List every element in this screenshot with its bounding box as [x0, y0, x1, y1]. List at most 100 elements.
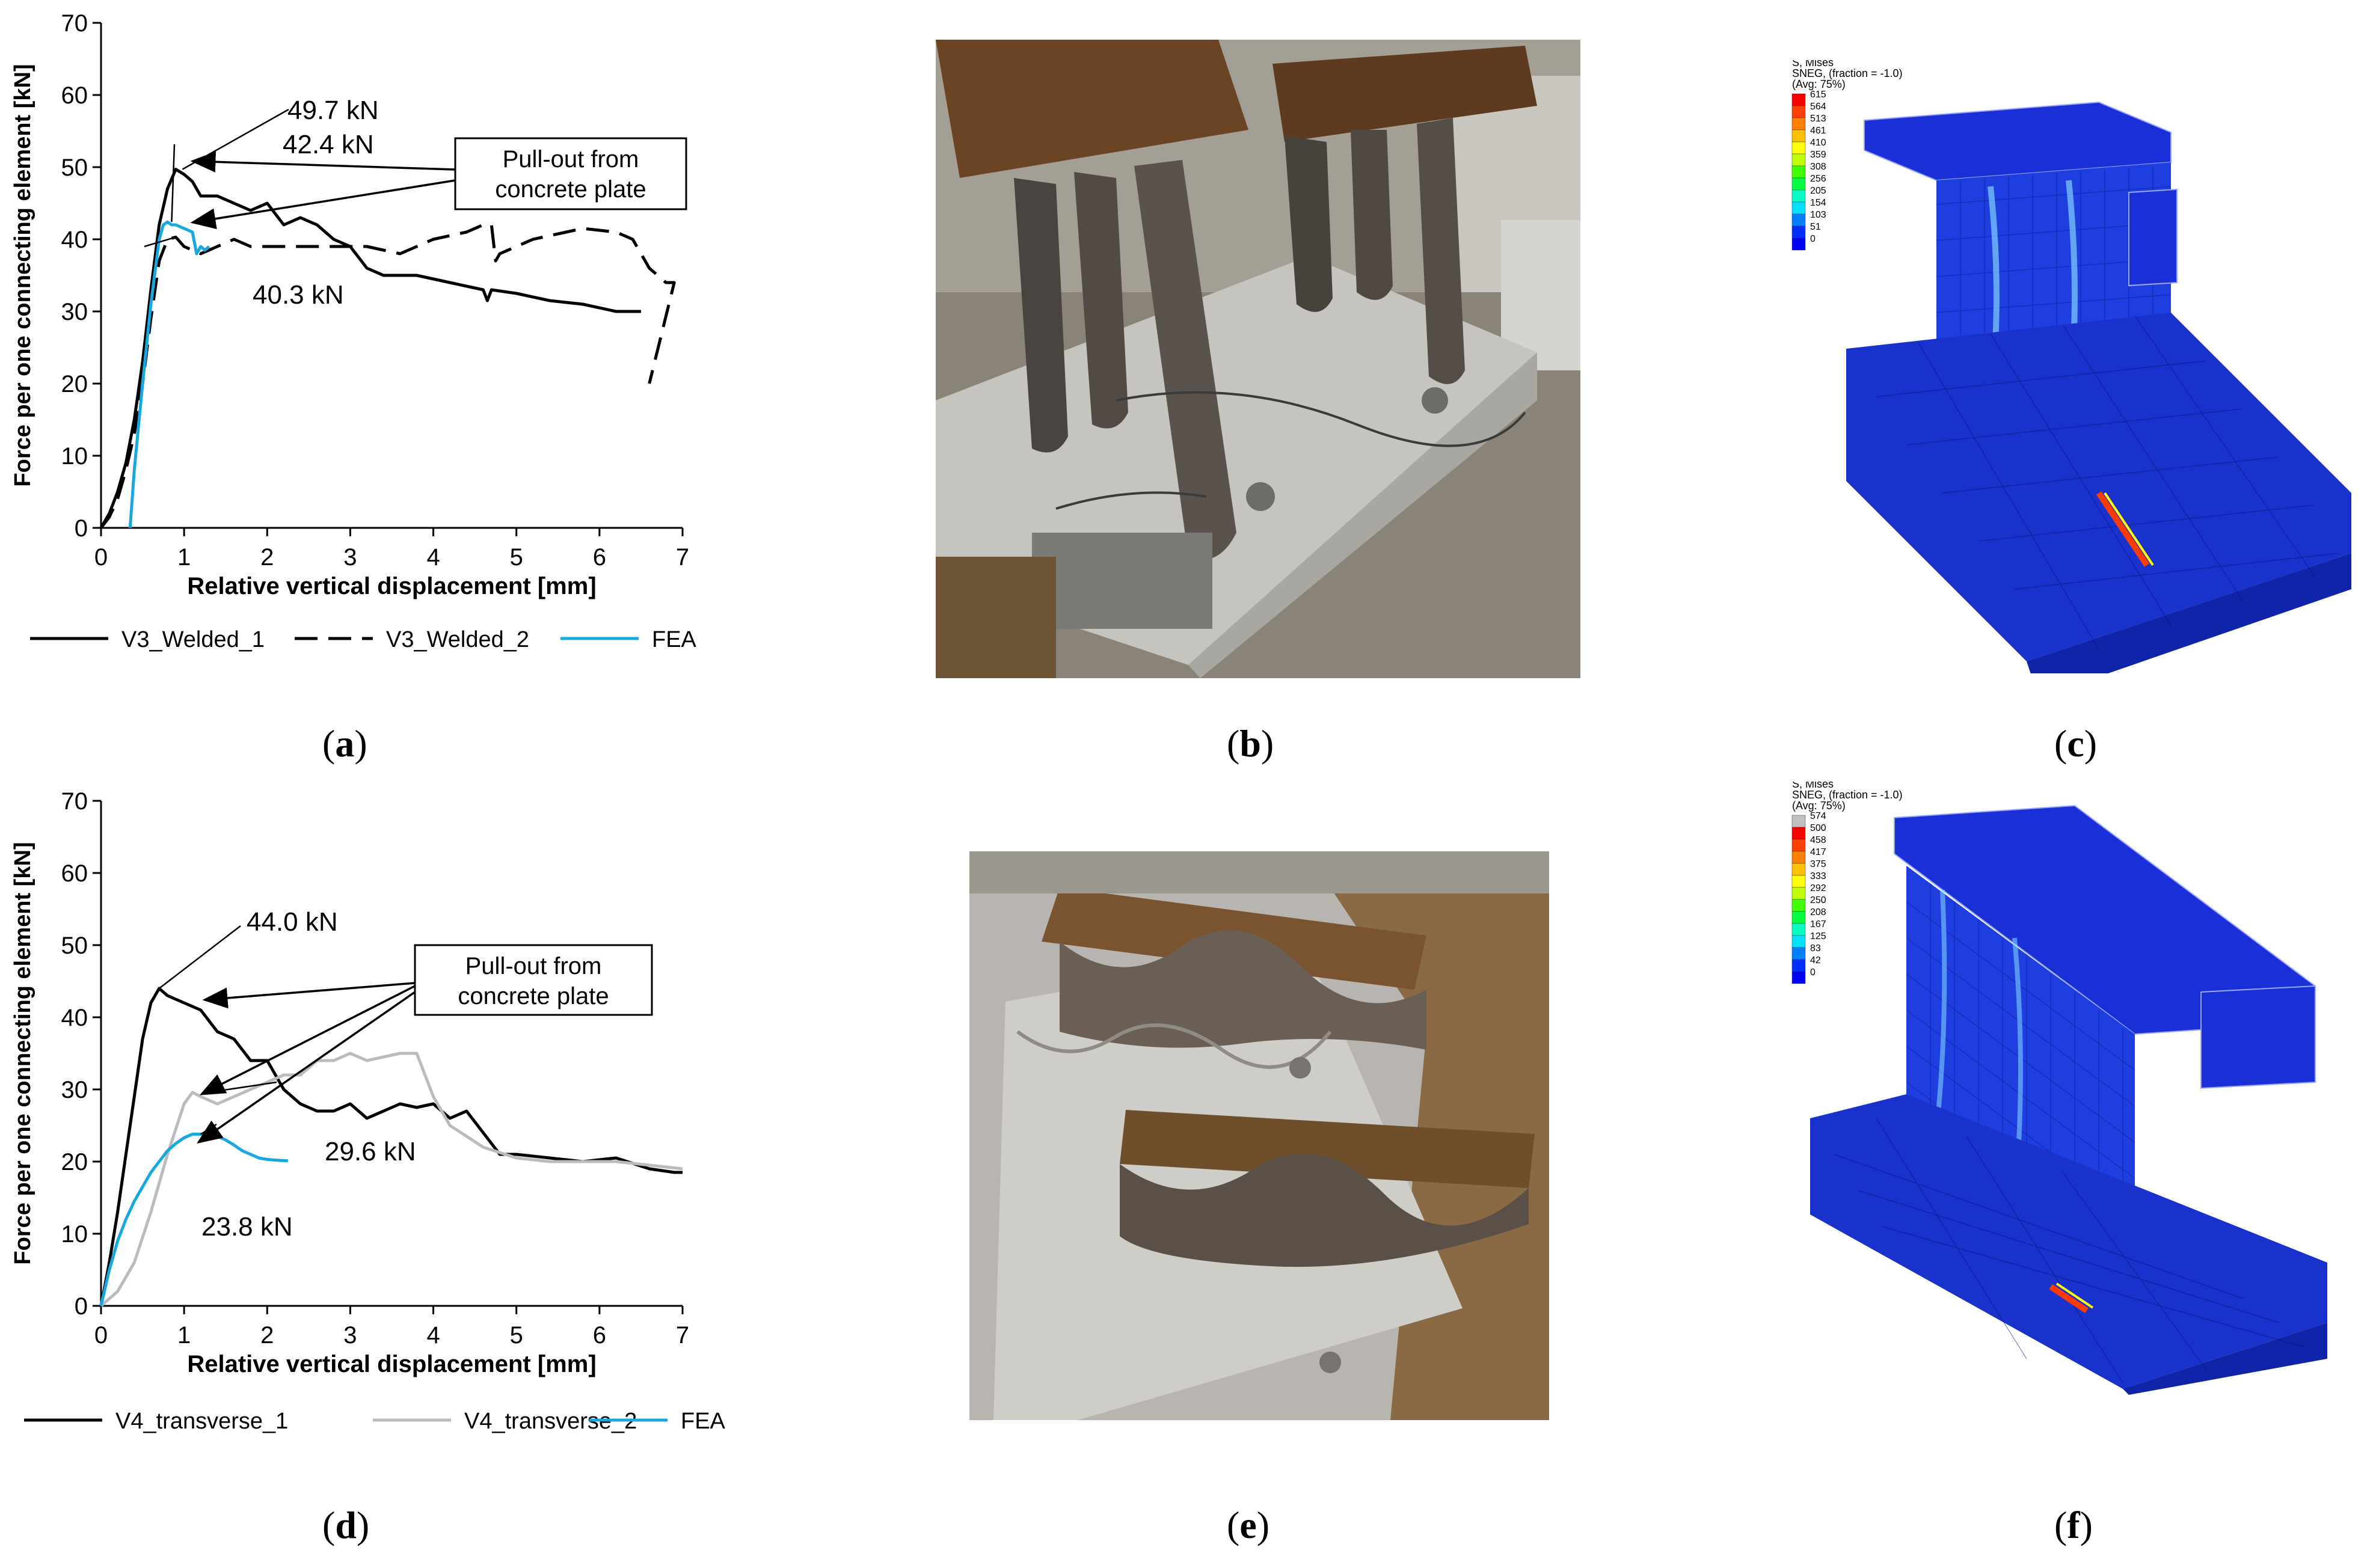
pullout-text-line1-d: Pull-out from	[465, 953, 602, 979]
y-tick-label-a-6: 60	[61, 82, 88, 109]
fea-c-scale-swatch-12	[1791, 237, 1806, 251]
y-tick-label-d-5: 50	[61, 933, 88, 959]
x-tick-label-d-2: 2	[260, 1322, 274, 1349]
series-line-d-1	[100, 1052, 683, 1307]
fea-f-scale-value-0: 574	[1810, 811, 1826, 821]
caption-e: (e)	[1227, 1503, 1269, 1548]
legend-label-a-0: V3_Welded_1	[121, 627, 265, 652]
fea-f-scale-swatch-2	[1791, 839, 1806, 852]
fea-c-scale-value-1: 564	[1810, 102, 1826, 112]
x-tick-label-a-0: 0	[94, 544, 108, 571]
fea-f-scale-swatch-13	[1791, 971, 1806, 984]
x-tick-label-a-2: 2	[260, 544, 274, 571]
y-tick-label-d-3: 30	[61, 1077, 88, 1103]
caption-a: (a)	[322, 721, 367, 766]
fea-c-scale-swatch-9	[1791, 201, 1806, 215]
pullout-box-d	[414, 944, 653, 1016]
fea-f-scale-value-6: 292	[1810, 883, 1826, 893]
fea-f-scale-value-13: 0	[1810, 967, 1816, 978]
fea-f-scale-value-2: 458	[1810, 835, 1826, 845]
fea-f-scale-swatch-12	[1791, 959, 1806, 972]
y-tick-label-d-0: 0	[75, 1293, 88, 1320]
caption-e-letter: e	[1239, 1504, 1257, 1546]
x-axis-label-a: Relative vertical displacement [mm]	[187, 573, 596, 599]
legend-label-a-2: FEA	[652, 627, 697, 652]
fea-c-legend: S, Mises SNEG, (fraction = -1.0) (Avg: 7…	[1791, 57, 1903, 251]
annotation-label-d-1: 29.6 kN	[325, 1137, 416, 1166]
fea-model-c: S, Mises SNEG, (fraction = -1.0) (Avg: 7…	[1786, 57, 2363, 697]
x-tick-label-d-0: 0	[94, 1322, 108, 1349]
x-tick-label-a-5: 5	[510, 544, 523, 571]
series-line-a-0	[99, 168, 641, 529]
caption-c-open: (	[2054, 722, 2067, 765]
annotation-leader-a-1	[171, 144, 176, 222]
y-axis-label-a: Force per one connecting element [kN]	[10, 64, 35, 486]
annotation-label-a-0: 49.7 kN	[287, 96, 379, 125]
fea-c-scale-swatch-7	[1791, 177, 1806, 191]
y-tick-label-a-3: 30	[61, 299, 88, 325]
annotation-label-a-1: 42.4 kN	[283, 130, 374, 159]
pullout-arrow-d-0	[202, 982, 416, 1009]
y-tick-label-d-6: 60	[61, 860, 88, 887]
caption-c-letter: c	[2067, 722, 2084, 765]
fea-c-scale-swatch-3	[1791, 129, 1806, 142]
y-tick-label-a-5: 50	[61, 155, 88, 181]
x-tick-label-a-1: 1	[177, 544, 191, 571]
pullout-text-line2-a: concrete plate	[495, 176, 646, 203]
fea-f-scale-swatch-4	[1791, 863, 1806, 876]
legend-label-d-2: FEA	[681, 1409, 726, 1434]
x-axis-label-d: Relative vertical displacement [mm]	[187, 1351, 596, 1377]
caption-e-open: (	[1227, 1504, 1240, 1546]
pullout-text-line1-a: Pull-out from	[503, 146, 639, 173]
fea-f-scale-swatch-1	[1791, 827, 1806, 840]
fea-c-scale-swatch-1	[1791, 105, 1806, 118]
fea-c-scale-swatch-10	[1791, 213, 1806, 227]
annotation-label-d-2: 23.8 kN	[201, 1212, 293, 1242]
fea-f-scale-swatch-6	[1791, 887, 1806, 900]
fea-f-scale-value-1: 500	[1810, 823, 1826, 833]
pullout-arrow-d-1	[199, 985, 416, 1095]
fea-f-scale-swatch-7	[1791, 899, 1806, 912]
series-line-d-0	[99, 987, 683, 1306]
fea-c-scale-value-4: 410	[1810, 138, 1826, 148]
annotation-label-d-0: 44.0 kN	[247, 907, 338, 937]
caption-d: (d)	[322, 1503, 369, 1548]
caption-f-open: (	[2054, 1504, 2067, 1546]
pullout-box-a	[454, 137, 687, 210]
y-tick-label-d-4: 40	[61, 1005, 88, 1031]
fea-f-header-1: SNEG, (fraction = -1.0)	[1792, 789, 1903, 801]
legend-label-a-1: V3_Welded_2	[386, 627, 529, 652]
fea-f-scale-value-12: 42	[1810, 955, 1821, 966]
y-tick-label-d-1: 10	[61, 1221, 88, 1248]
fea-c-scale-value-7: 256	[1810, 174, 1826, 184]
fea-c-scale-swatch-4	[1791, 141, 1806, 155]
fea-f-scale-swatch-8	[1791, 911, 1806, 924]
fea-f-scale-swatch-5	[1791, 875, 1806, 888]
fea-c-scale-value-0: 615	[1810, 90, 1826, 100]
fea-f-scale-value-9: 167	[1810, 919, 1826, 929]
x-tick-label-a-7: 7	[676, 544, 689, 571]
fea-c-scale-swatch-2	[1791, 117, 1806, 130]
caption-b-open: (	[1227, 722, 1240, 765]
caption-a-open: (	[322, 722, 336, 765]
fea-f-scale-value-10: 125	[1810, 931, 1826, 942]
y-tick-label-a-4: 40	[61, 227, 88, 253]
x-tick-label-d-6: 6	[593, 1322, 606, 1349]
fea-c-scale-value-10: 103	[1810, 210, 1826, 220]
x-tick-label-a-4: 4	[426, 544, 440, 571]
caption-f: (f)	[2054, 1503, 2093, 1548]
series-line-d-2	[99, 1132, 288, 1306]
fea-c-scale-value-6: 308	[1810, 162, 1826, 172]
y-tick-label-a-1: 10	[61, 443, 88, 470]
fea-c-scale-value-11: 51	[1810, 222, 1821, 232]
x-tick-label-a-3: 3	[343, 544, 357, 571]
fea-f-legend: S, Mises SNEG, (fraction = -1.0) (Avg: 7…	[1791, 778, 1903, 984]
caption-d-open: (	[322, 1504, 336, 1546]
fea-c-header-2: (Avg: 75%)	[1792, 78, 1846, 90]
fea-c-scale-value-2: 513	[1810, 114, 1826, 124]
y-tick-label-a-7: 70	[61, 10, 88, 37]
x-tick-label-d-7: 7	[676, 1322, 689, 1349]
y-tick-label-a-0: 0	[75, 515, 88, 542]
fea-c-scale-swatch-6	[1791, 165, 1806, 179]
series-line-a-1	[100, 223, 676, 529]
